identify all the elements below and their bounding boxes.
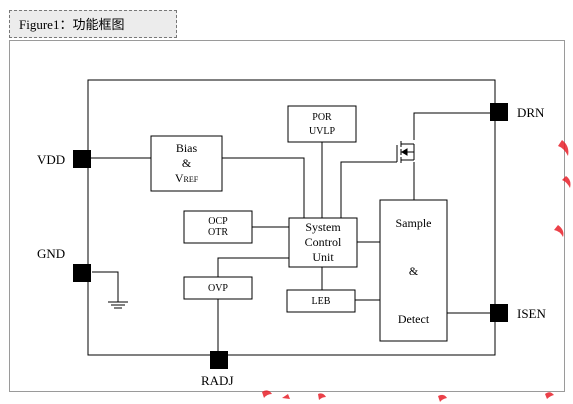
vdd-label: VDD (37, 152, 66, 167)
bias-box (150, 135, 223, 192)
leb-line1: LEB (311, 295, 331, 307)
bias-line3: VREF (175, 171, 198, 187)
chip-outline (87, 79, 496, 356)
system-box (288, 217, 358, 268)
isen-label: ISEN (517, 306, 546, 321)
bias-line1: Bias (175, 140, 198, 155)
por-line2: UVLP (308, 125, 336, 137)
bias-line2: & (181, 155, 192, 170)
drn-label: DRN (517, 105, 545, 120)
vdd-pad (73, 150, 91, 168)
sample-line1: Sample (395, 216, 432, 230)
pin-pads (73, 103, 508, 369)
mosfet-icon (396, 141, 415, 163)
ocp-line2: OTR (208, 227, 228, 238)
isen-pad (490, 304, 508, 322)
system-line1: System (305, 220, 341, 234)
wires (87, 79, 496, 356)
ovp-box (183, 276, 253, 300)
system-line2: Control (304, 235, 342, 249)
drn-pad (490, 103, 508, 121)
sample-line3: Detect (397, 312, 430, 326)
system-control-block: System Control Unit (289, 218, 357, 267)
radj-label: RADJ (201, 373, 234, 388)
block-boxes (150, 105, 448, 342)
system-line3: Unit (312, 250, 334, 264)
bias-block: Bias & VREF (151, 136, 222, 191)
ocp-box (183, 210, 253, 244)
por-box (287, 105, 357, 143)
gnd-pad (73, 264, 91, 282)
diagram-frame (9, 40, 565, 392)
ocp-line1: OCP (208, 216, 228, 227)
por-block: POR UVLP (288, 106, 356, 142)
sample-box (379, 199, 448, 342)
vref-sub: REF (183, 174, 199, 184)
gnd-label: GND (37, 246, 66, 261)
vref-main: V (174, 170, 184, 185)
leb-box (286, 289, 356, 313)
leb-block: LEB (287, 290, 355, 312)
watermark-marks (262, 140, 571, 402)
ground-icon (108, 301, 128, 309)
sample-line2: & (408, 264, 419, 278)
ocp-block: OCP OTR (184, 211, 252, 243)
por-line1: POR (312, 111, 332, 123)
sample-detect-block: Sample & Detect (380, 200, 447, 341)
ovp-block: OVP (184, 277, 252, 299)
ovp-line1: OVP (207, 282, 228, 294)
radj-pad (210, 351, 228, 369)
figure-caption: Figure1：功能框图 (9, 10, 177, 38)
